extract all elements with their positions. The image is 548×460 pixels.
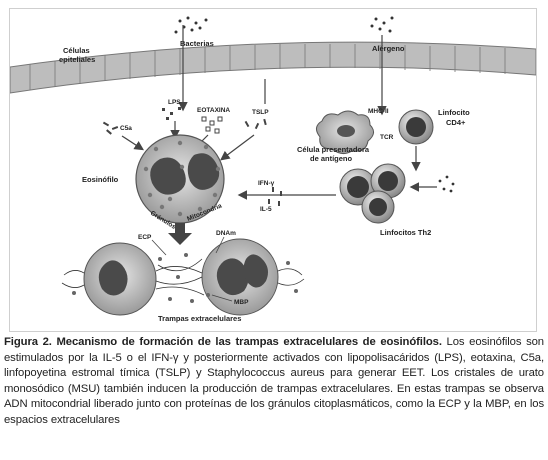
extracellular-traps: [61, 238, 305, 316]
label-bacteria: Bacterias: [180, 39, 214, 48]
label-ifn: IFN-γ: [258, 180, 275, 187]
figure-caption: Figura 2. Mecanismo de formación de las …: [4, 335, 544, 429]
label-allergen: Alérgeno: [372, 44, 405, 53]
label-ecp: ECP: [138, 234, 152, 241]
label-lps: LPS: [168, 99, 181, 106]
label-mhc: MHC-II: [368, 108, 389, 115]
figure-panel: Células epiteliales Bacterias Alérgeno L…: [9, 8, 537, 332]
label-cd4-1: Linfocito: [438, 108, 470, 117]
c5a-arrow: [121, 135, 145, 151]
label-tcr: TCR: [380, 134, 394, 141]
dnam-pointer: [215, 236, 225, 254]
label-eosinophil: Eosinófilo: [82, 175, 119, 184]
label-apc-1: Célula presentadora: [297, 145, 370, 154]
label-cd4-2: CD4+: [446, 118, 466, 127]
eosinophil-nucleus-right: [187, 153, 220, 190]
cd4-nucleus: [406, 117, 426, 137]
label-epithelial-1: Células: [63, 46, 90, 55]
mbp-pointer: [211, 294, 233, 302]
th2-stimulus-dots: [438, 175, 455, 193]
caption-body: Los eosinófilos son estimulados por la I…: [4, 336, 544, 426]
label-epithelial-2: epiteliales: [59, 55, 95, 64]
label-apc-2: de antígeno: [310, 154, 353, 163]
eosinophil-nucleus-left: [150, 157, 186, 195]
label-traps: Trampas extracelulares: [158, 314, 241, 323]
apc-nucleus: [337, 125, 355, 137]
eosinophil-trap-diagram: Células epiteliales Bacterias Alérgeno L…: [10, 16, 536, 323]
label-dnam: DNAm: [216, 230, 236, 237]
label-mbp: MBP: [234, 299, 249, 306]
label-th2: Linfocitos Th2: [380, 228, 431, 237]
cytokine-molecules: [268, 187, 282, 206]
label-eotaxin: EOTAXINA: [197, 107, 230, 114]
tslp-molecules: [244, 118, 267, 130]
bacteria-dots: [174, 16, 208, 34]
label-tslp: TSLP: [252, 109, 269, 116]
eotaxin-molecules: [201, 116, 223, 134]
label-c5a: C5a: [120, 125, 132, 132]
ecp-pointer: [151, 239, 167, 256]
th2-lymphocytes: [339, 163, 406, 224]
caption-title: Figura 2. Mecanismo de formación de las …: [4, 336, 442, 348]
lps-molecules: [162, 107, 181, 120]
label-il5: IL-5: [260, 206, 272, 213]
tslp-arrow: [220, 134, 255, 161]
epithelial-layer: [10, 41, 536, 94]
activation-arrow: [168, 223, 192, 245]
epithelial-cell-borders: [29, 44, 506, 90]
allergen-dots: [370, 16, 394, 33]
c5a-molecules: [102, 121, 119, 135]
eosinophil-granules: [143, 140, 221, 217]
